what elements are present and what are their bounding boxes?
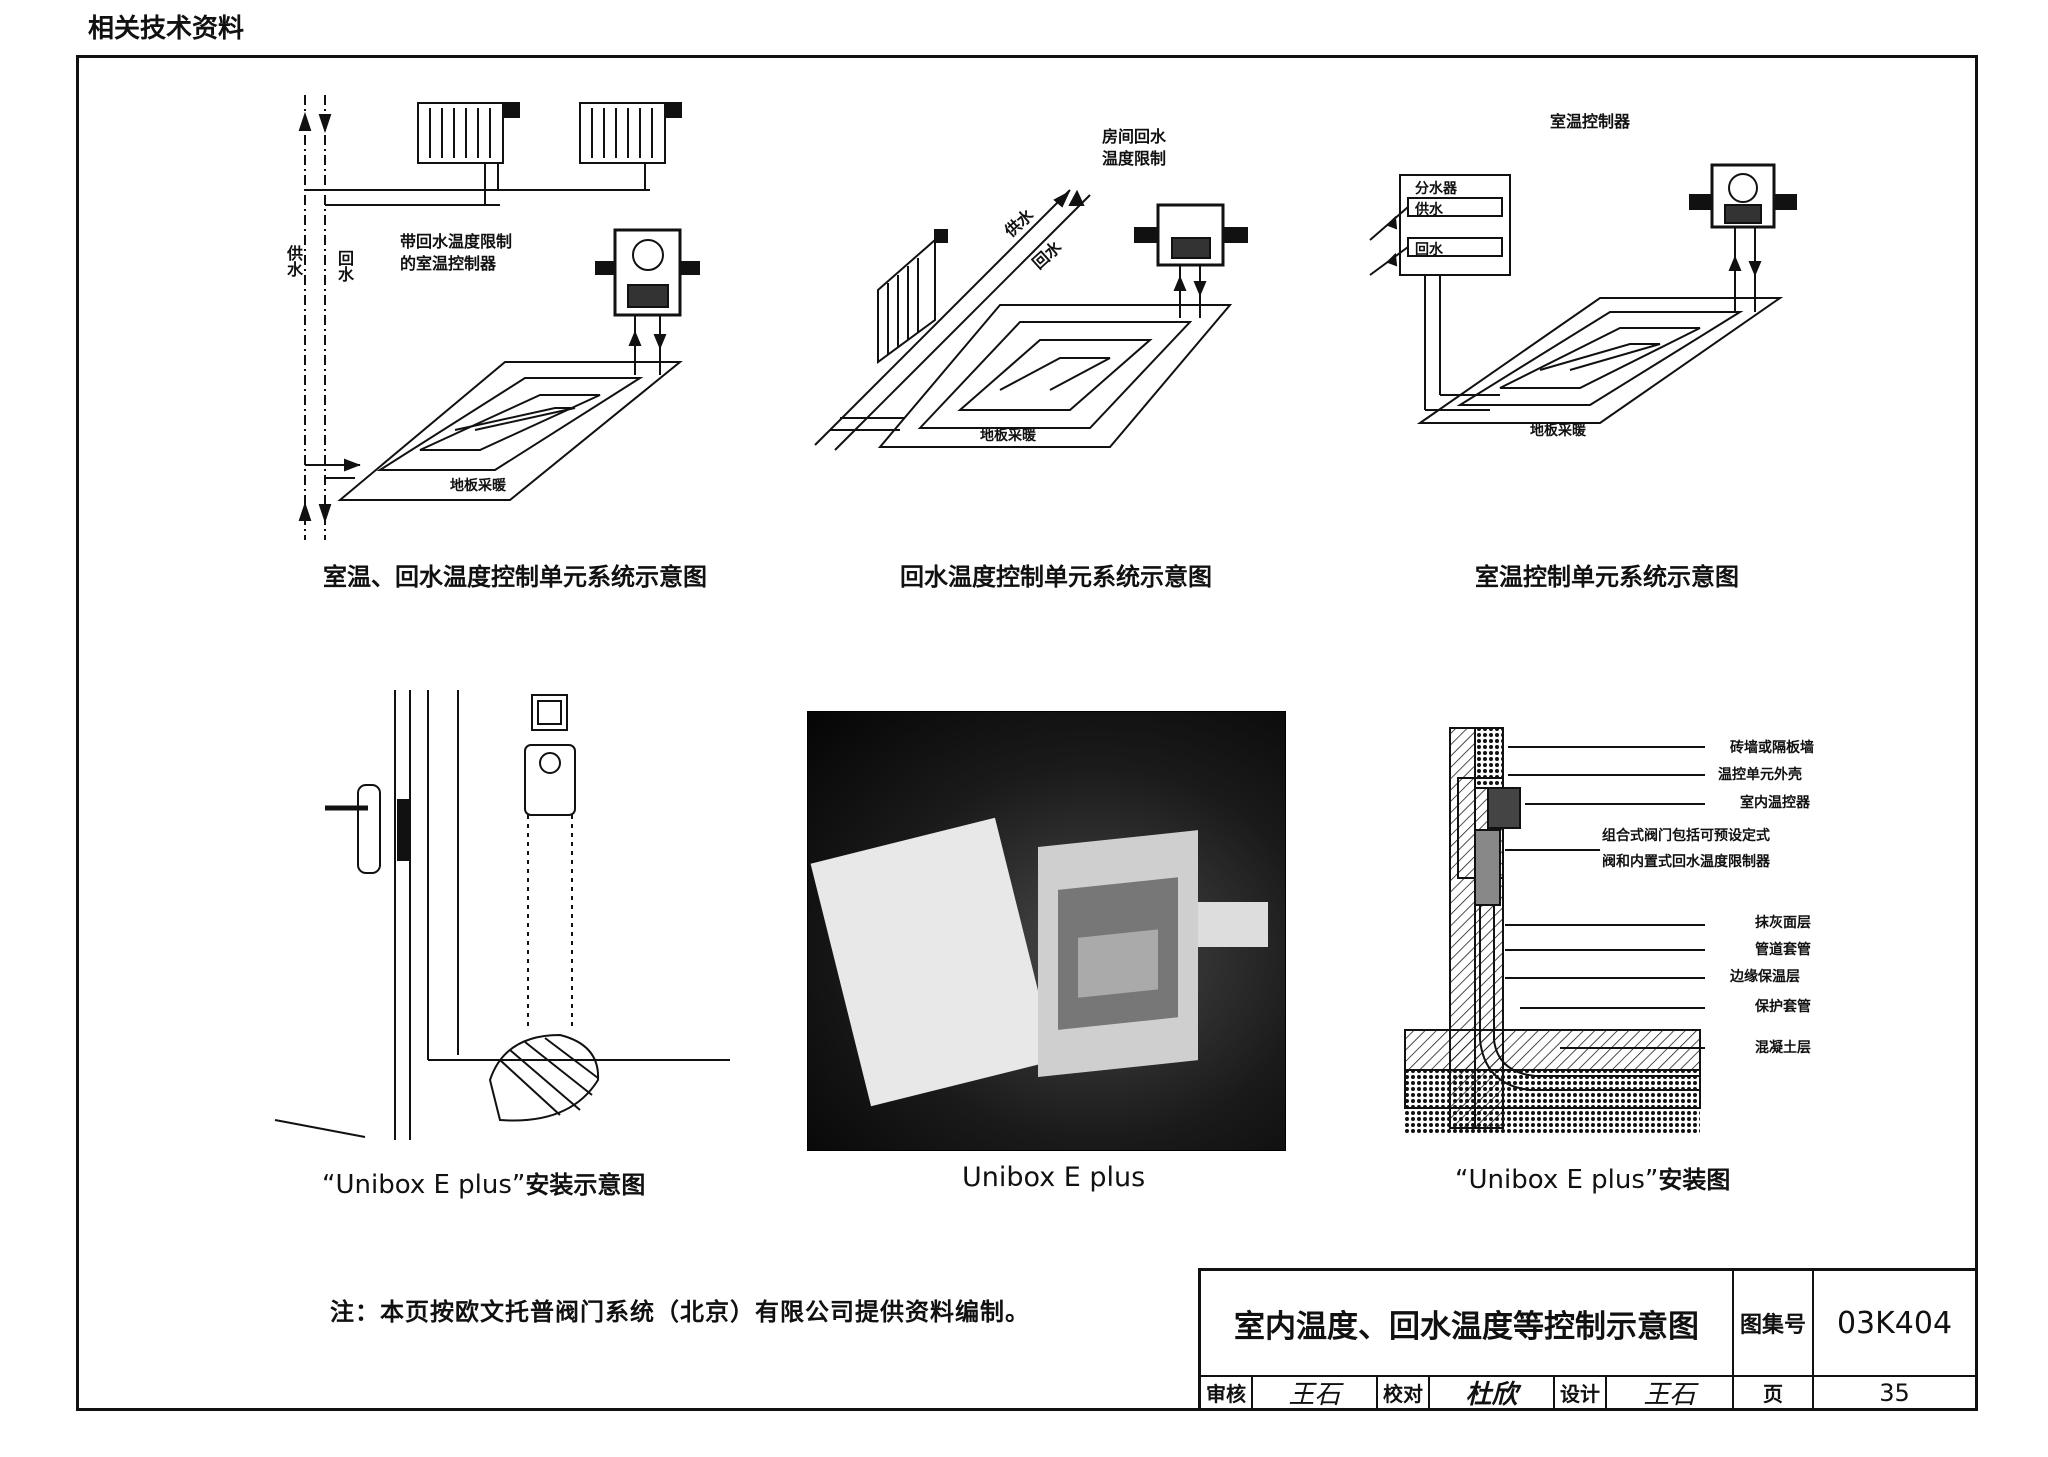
diagram2-limiter-label-2: 温度限制	[1102, 149, 1167, 168]
diagram6-caption-text: 安装图	[1658, 1166, 1731, 1194]
diagram2-caption: 回水温度控制单元系统示意图	[900, 563, 1212, 591]
diagram4-caption: “Unibox E plus”安装示意图	[322, 1165, 645, 1200]
section-label-thermostat: 室内温控器	[1740, 795, 1810, 811]
diagram6-caption: “Unibox E plus”安装图	[1455, 1160, 1730, 1195]
diagram1-return-label: 回水	[335, 250, 354, 282]
diagram3-controller-label: 室温控制器	[1550, 112, 1631, 131]
section-label-sleeve: 管道套管	[1755, 942, 1811, 958]
photo-caption: Unibox E plus	[962, 1162, 1146, 1193]
diagram4-caption-product: “Unibox E plus”	[322, 1170, 526, 1200]
section-label-wall: 砖墙或隔板墙	[1730, 740, 1814, 756]
drawing-frame	[76, 55, 1978, 1411]
design-signature: 王石	[1607, 1377, 1734, 1410]
section-label-edge-insulation: 边缘保温层	[1730, 969, 1800, 985]
diagram1-caption: 室温、回水温度控制单元系统示意图	[323, 563, 707, 591]
section-label-valve-2: 阀和内置式回水温度限制器	[1602, 854, 1770, 870]
diagram3-supply-label: 供水	[1415, 202, 1443, 218]
page-number: 35	[1879, 1378, 1910, 1407]
product-photo	[807, 711, 1286, 1151]
check-signature: 杜欣	[1430, 1377, 1555, 1410]
section-label-housing: 温控单元外壳	[1718, 767, 1802, 783]
section-label-protective-sleeve: 保护套管	[1755, 999, 1811, 1015]
check-label: 校对	[1378, 1377, 1430, 1408]
diagram1-floor-label: 地板采暖	[450, 478, 506, 494]
section-label-valve-1: 组合式阀门包括可预设定式	[1602, 828, 1770, 844]
section-label-plaster: 抹灰面层	[1755, 915, 1811, 931]
footnote: 注：本页按欧文托普阀门系统（北京）有限公司提供资料编制。	[330, 1298, 1030, 1326]
review-label: 审核	[1201, 1377, 1253, 1408]
page-header-title: 相关技术资料	[88, 14, 245, 44]
diagram3-floor-label: 地板采暖	[1530, 423, 1586, 439]
section-label-concrete: 混凝土层	[1755, 1040, 1811, 1056]
atlas-number: 03K404	[1814, 1271, 1975, 1377]
drawing-title: 室内温度、回水温度等控制示意图	[1201, 1271, 1734, 1377]
diagram4-caption-text: 安装示意图	[525, 1171, 646, 1199]
title-block: 室内温度、回水温度等控制示意图 图集号 03K404 审核 王石 校对 杜欣 设…	[1198, 1268, 1978, 1411]
page-label: 页	[1734, 1377, 1814, 1408]
atlas-number-label: 图集号	[1734, 1271, 1814, 1377]
diagram3-return-label: 回水	[1415, 242, 1443, 258]
design-label: 设计	[1555, 1377, 1607, 1408]
diagram6-caption-product: “Unibox E plus”	[1455, 1165, 1659, 1195]
diagram2-limiter-label-1: 房间回水	[1102, 127, 1167, 146]
diagram1-controller-label-1: 带回水温度限制	[400, 232, 513, 251]
diagram3-manifold-label: 分水器	[1415, 181, 1457, 197]
diagram1-controller-label-2: 的室温控制器	[400, 254, 497, 273]
diagram3-caption: 室温控制单元系统示意图	[1475, 563, 1739, 591]
diagram2-floor-label: 地板采暖	[980, 428, 1036, 444]
diagram1-supply-label: 供水	[284, 245, 303, 277]
review-signature: 王石	[1253, 1377, 1378, 1410]
